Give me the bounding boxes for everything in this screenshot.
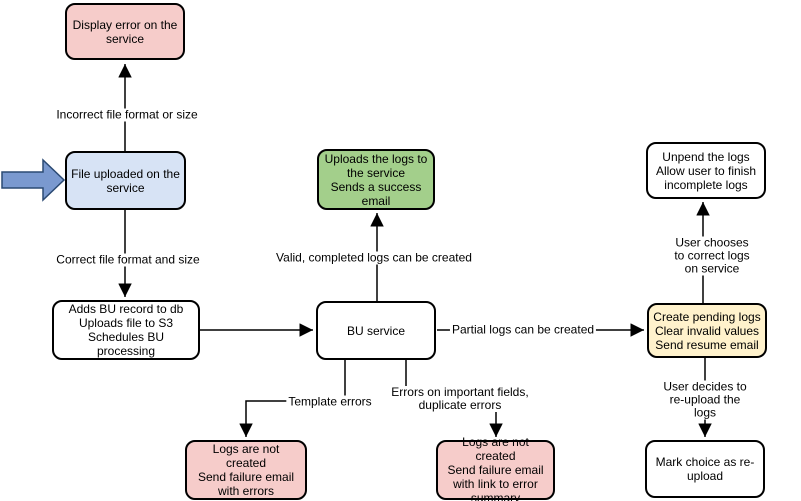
node-file-uploaded: File uploaded on the service: [65, 151, 186, 210]
node-upload-success: Uploads the logs to the service Sends a …: [317, 149, 435, 210]
edge-label-choose-correct: User chooses to correct logs on service: [667, 236, 757, 276]
edge-label-partial-logs: Partial logs can be created: [449, 322, 597, 337]
edge-label-incorrect-format: Incorrect file format or size: [54, 107, 200, 122]
node-create-pending: Create pending logs Clear invalid values…: [647, 303, 767, 358]
edge-label-template-errors: Template errors: [286, 394, 374, 409]
node-fail-template: Logs are not created Send failure email …: [185, 440, 307, 500]
edge-label-correct-format: Correct file format and size: [54, 252, 202, 267]
edge-label-decide-reupload: User decides to re-upload the logs: [657, 380, 753, 420]
node-fail-fields: Logs are not created Send failure email …: [436, 435, 555, 501]
edge-label-field-errors: Errors on important fields, duplicate er…: [389, 385, 531, 412]
node-unpend-logs: Unpend the logs Allow user to finish inc…: [646, 142, 766, 199]
node-mark-reupload: Mark choice as re- upload: [645, 440, 765, 498]
node-adds-bu-record: Adds BU record to db Uploads file to S3 …: [52, 300, 200, 360]
edge-label-valid-logs: Valid, completed logs can be created: [274, 250, 474, 265]
node-display-error: Display error on the service: [65, 3, 185, 60]
node-bu-service: BU service: [316, 301, 436, 360]
